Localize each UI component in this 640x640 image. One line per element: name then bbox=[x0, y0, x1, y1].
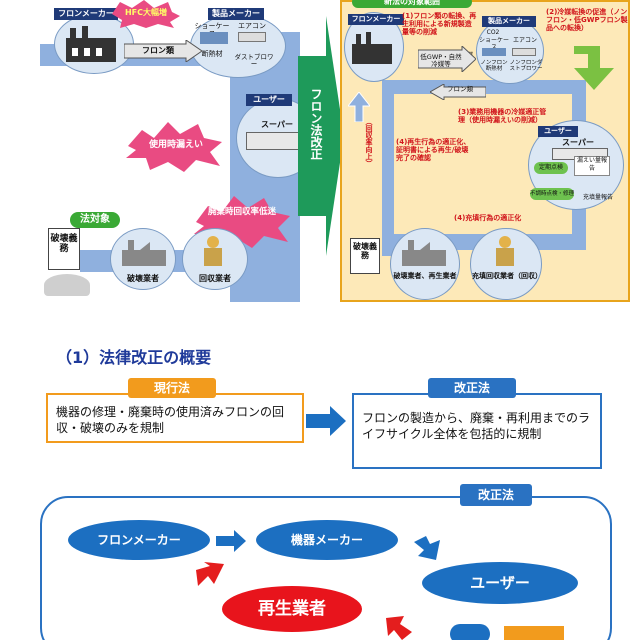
flon-maker-label: フロンメーカー bbox=[54, 8, 118, 20]
rp-up-arrow-icon bbox=[348, 92, 370, 122]
leak-burst-text: 使用時漏えい bbox=[148, 140, 203, 150]
cycle-arrow-2-icon bbox=[414, 536, 440, 560]
cycle-arrow-red-left-icon bbox=[196, 562, 224, 586]
insulation-label: 断熱材 bbox=[201, 50, 223, 58]
rp-showcase-label: ショーケース bbox=[478, 37, 509, 51]
hfc-burst-icon bbox=[112, 0, 180, 28]
worker-icon bbox=[204, 236, 222, 266]
cycle-equipment-maker: 機器メーカー bbox=[256, 520, 398, 560]
rp-user-label: ユーザー bbox=[538, 126, 578, 137]
factory-icon bbox=[66, 26, 116, 62]
revised-law-box bbox=[352, 393, 602, 469]
rp-nonflon-blower-label: ノンフロンダストブロワー bbox=[509, 60, 543, 73]
rp-check2-badge: 漏えい量報告 bbox=[574, 156, 610, 176]
rp-low-gwp-text: 低GWP・自然冷媒等 bbox=[420, 53, 462, 69]
rp-co2-label: CO2 bbox=[486, 29, 500, 36]
current-law-label: 現行法 bbox=[128, 378, 216, 398]
supermarket-icon bbox=[246, 132, 304, 150]
rp-destruction-duty-text: 破壊義務 bbox=[353, 242, 377, 261]
rp-flow-left bbox=[382, 86, 394, 256]
rp-flon-maker-label: フロンメーカー bbox=[348, 14, 404, 25]
revised-law-diagram: 新法の対象範囲 フロンメーカー (1)フロン類の転換、再生利用による新規製造量等… bbox=[340, 0, 630, 302]
revised-law-text: フロンの製造から、廃棄・再利用までのライフサイクル全体を包括的に規制 bbox=[362, 411, 591, 442]
law-target-badge: 法対象 bbox=[70, 212, 120, 228]
rp-check1-badge: 定期点検 bbox=[534, 162, 568, 174]
flon-arrow-icon bbox=[124, 40, 203, 62]
rp-flon-arrow-label: フロン類 bbox=[447, 85, 473, 93]
rp-item1-text: (1)フロン類の転換、再生利用による新規製造量等の削減 bbox=[402, 12, 477, 37]
cycle-continuation-oval bbox=[450, 624, 490, 640]
rp-super-label: スーパー bbox=[562, 138, 594, 147]
recoverer-label: 回収業者 bbox=[199, 274, 231, 283]
law-revision-arrow bbox=[298, 16, 344, 256]
rp-worker-icon bbox=[496, 236, 514, 266]
revised-law-label: 改正法 bbox=[428, 378, 516, 398]
section-title: （1）法律改正の概要 bbox=[56, 348, 212, 367]
cycle-arrow-1-icon bbox=[216, 530, 246, 552]
destruction-duty-text: 破壊義務 bbox=[50, 234, 78, 255]
showcase-icon bbox=[200, 32, 228, 44]
rp-destroyer-label: 破壊業者、再生業者 bbox=[393, 272, 457, 280]
cycle-recycler: 再生業者 bbox=[222, 586, 362, 632]
cycle-user: ユーザー bbox=[422, 562, 578, 604]
dust-blower-label: ダストブロワー bbox=[234, 53, 274, 69]
aircon-icon bbox=[238, 32, 266, 42]
leak-burst-icon bbox=[126, 122, 222, 172]
rp-item2-text: (2)冷媒転換の促進（ノンフロン・低GWPフロン製品への転換） bbox=[546, 8, 628, 33]
destroyer-label: 破壊業者 bbox=[127, 274, 159, 283]
product-maker-label: 製品メーカー bbox=[208, 8, 264, 20]
new-law-scope-banner: 新法の対象範囲 bbox=[352, 0, 472, 8]
cycle-continuation-orange bbox=[504, 626, 564, 640]
revision-arrow-icon bbox=[306, 406, 346, 436]
flon-arrow-label: フロン類 bbox=[142, 46, 174, 55]
rp-destruction-factory-icon bbox=[402, 240, 446, 266]
destruction-duty-box bbox=[48, 228, 80, 270]
rp-green-arrow-icon bbox=[574, 46, 614, 90]
rp-factory-icon bbox=[352, 32, 392, 64]
rp-flon-arrow-icon bbox=[430, 84, 486, 100]
law-revision-text: フロン法改正 bbox=[309, 88, 323, 160]
aircon-label: エアコン bbox=[238, 22, 266, 30]
rubble-icon bbox=[44, 274, 90, 296]
rp-low-gwp-arrow-icon bbox=[418, 46, 476, 72]
rp-aircon-icon bbox=[512, 48, 536, 56]
super-label: スーパー bbox=[261, 120, 293, 129]
rp-showcase-icon bbox=[482, 48, 506, 56]
cycle-flon-maker: フロンメーカー bbox=[68, 520, 210, 560]
rp-filler-label: 充填回収業者（回収） bbox=[472, 272, 542, 280]
recovery-burst-text: 廃棄時回収率低迷 bbox=[207, 207, 276, 217]
destruction-factory-icon bbox=[122, 240, 166, 266]
rp-vertical-label: （回収率向上） bbox=[365, 118, 373, 167]
cycle-label: 改正法 bbox=[460, 484, 532, 506]
rp-nonflon-insulation-label: ノンフロン断熱材 bbox=[480, 60, 508, 73]
hfc-burst-text: HFC大幅増 bbox=[124, 8, 168, 17]
current-law-diagram: フロンメーカー HFC大幅増 製品メーカー ショーケース エアコン 断熱材 ダス… bbox=[40, 0, 320, 302]
rp-item4b-text: (4)充填行為の適正化 bbox=[454, 214, 522, 222]
rp-destruction-duty-box bbox=[350, 238, 380, 274]
rp-product-maker-label: 製品メーカー bbox=[482, 16, 536, 27]
rp-check3-badge: 不調時点検・修理 bbox=[530, 188, 574, 200]
rp-check4-badge: 充填量報告 bbox=[582, 194, 613, 201]
product-maker-plate bbox=[190, 14, 286, 78]
current-law-text: 機器の修理・廃棄時の使用済みフロンの回収・破壊のみを規制 bbox=[56, 405, 285, 436]
rp-item3-text: (3)業務用機器の冷媒適正管理（使用時漏えいの削減） bbox=[458, 108, 547, 125]
rp-aircon-label: エアコン bbox=[512, 37, 537, 44]
user-label: ユーザー bbox=[246, 94, 292, 106]
cycle-arrow-red-right-icon bbox=[386, 616, 412, 640]
rp-item4-text: (4)再生行為の適正化、証明書による再生/破壊完了の確認 bbox=[396, 138, 471, 163]
